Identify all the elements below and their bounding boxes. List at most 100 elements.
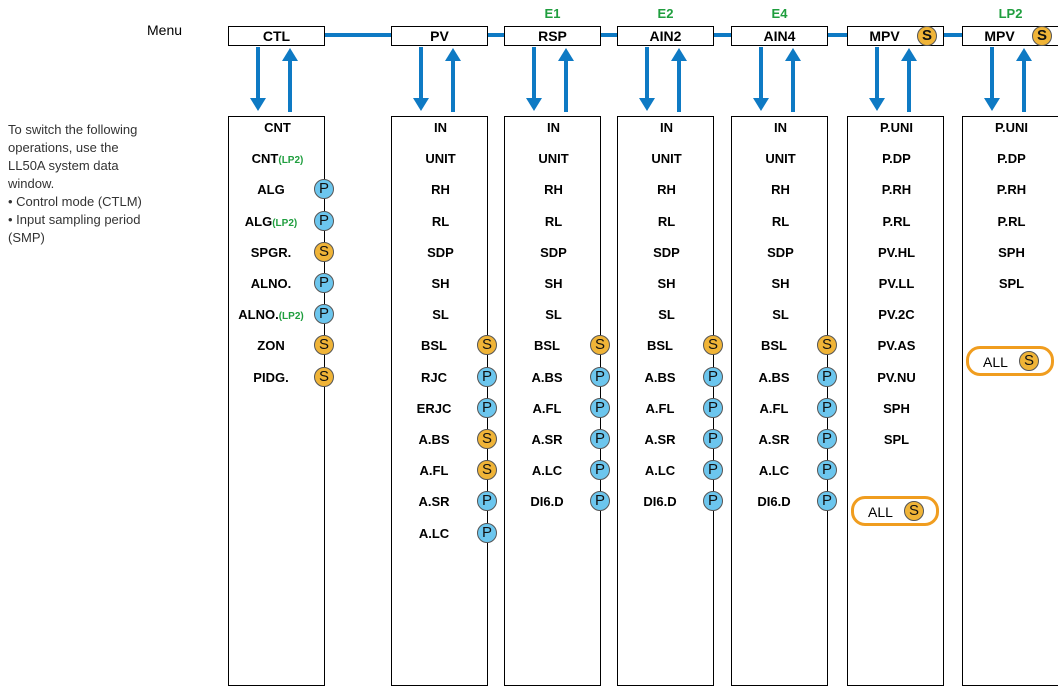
parameter-item[interactable]: ALG(LP2)P bbox=[229, 210, 334, 233]
down-arrowhead-icon bbox=[869, 98, 885, 111]
s-badge-icon: S bbox=[904, 501, 924, 521]
parameter-label: PIDG. bbox=[253, 370, 288, 385]
parameter-item[interactable]: PV.LL bbox=[848, 273, 943, 295]
parameter-item[interactable]: P.RH bbox=[963, 179, 1058, 201]
parameter-item[interactable]: UNIT bbox=[618, 148, 713, 170]
parameter-item[interactable]: SDP bbox=[618, 242, 713, 264]
parameter-item[interactable]: SPL bbox=[963, 273, 1058, 295]
parameter-item[interactable]: IN bbox=[392, 117, 487, 139]
menu-pv-box[interactable]: PV bbox=[391, 26, 488, 46]
parameter-item[interactable]: RH bbox=[732, 179, 827, 201]
parameter-item[interactable]: SPL bbox=[848, 429, 943, 451]
parameter-item[interactable]: IN bbox=[732, 117, 827, 139]
parameter-item[interactable]: P.UNI bbox=[963, 117, 1058, 139]
parameter-item[interactable]: SL bbox=[618, 304, 713, 326]
parameter-item[interactable]: SH bbox=[392, 273, 487, 295]
parameter-item[interactable]: RH bbox=[392, 179, 487, 201]
parameter-item[interactable]: SH bbox=[505, 273, 600, 295]
parameter-item[interactable]: ALNO.P bbox=[229, 273, 334, 295]
parameter-item[interactable]: P.DP bbox=[963, 148, 1058, 170]
parameter-item[interactable]: P.DP bbox=[848, 148, 943, 170]
parameter-label: SL bbox=[545, 307, 562, 322]
parameter-item[interactable]: P.RL bbox=[848, 211, 943, 233]
parameter-item[interactable]: RH bbox=[505, 179, 600, 201]
parameter-item[interactable]: UNIT bbox=[505, 148, 600, 170]
parameter-item[interactable]: P.RH bbox=[848, 179, 943, 201]
parameter-name: UNIT bbox=[538, 151, 569, 167]
parameter-item[interactable]: P.UNI bbox=[848, 117, 943, 139]
parameter-name: SL bbox=[658, 307, 675, 323]
parameter-item[interactable]: SL bbox=[732, 304, 827, 326]
parameter-item[interactable]: RL bbox=[732, 211, 827, 233]
parameter-item[interactable]: PV.HL bbox=[848, 242, 943, 264]
parameter-item[interactable]: PIDG.S bbox=[229, 366, 334, 389]
parameter-item[interactable]: SDP bbox=[732, 242, 827, 264]
parameter-item[interactable]: SL bbox=[505, 304, 600, 326]
p-badge-icon: P bbox=[703, 491, 723, 512]
parameter-label: SDP bbox=[540, 245, 567, 260]
parameter-item[interactable]: P.RL bbox=[963, 211, 1058, 233]
parameter-item[interactable]: RH bbox=[618, 179, 713, 201]
parameter-name: A.FL bbox=[645, 400, 675, 416]
menu-box-label: AIN2 bbox=[649, 28, 682, 44]
parameter-item[interactable]: RL bbox=[505, 211, 600, 233]
menu-rsp-box[interactable]: RSP bbox=[504, 26, 601, 46]
parameter-item[interactable]: SPGR.S bbox=[229, 241, 334, 264]
parameter-item[interactable]: SPH bbox=[963, 242, 1058, 264]
parameter-item[interactable]: PV.AS bbox=[848, 335, 943, 357]
parameter-item[interactable]: RL bbox=[392, 211, 487, 233]
parameter-item[interactable]: SL bbox=[392, 304, 487, 326]
parameter-item[interactable]: PV.NU bbox=[848, 367, 943, 389]
parameter-name: SDP bbox=[427, 244, 454, 260]
parameter-item[interactable]: SPH bbox=[848, 398, 943, 420]
menu-ctl-box[interactable]: CTL bbox=[228, 26, 325, 46]
parameter-item[interactable]: SDP bbox=[505, 242, 600, 264]
parameter-item[interactable]: CNT bbox=[229, 117, 324, 139]
parameter-item[interactable]: SDP bbox=[392, 242, 487, 264]
menu-ain4-box[interactable]: AIN4 bbox=[731, 26, 828, 46]
parameter-item[interactable]: CNT(LP2) bbox=[229, 148, 324, 170]
parameter-item[interactable]: IN bbox=[618, 117, 713, 139]
parameter-item[interactable]: IN bbox=[505, 117, 600, 139]
parameter-item[interactable]: ALNO.(LP2)P bbox=[229, 304, 334, 326]
parameter-item[interactable]: UNIT bbox=[392, 148, 487, 170]
parameter-item[interactable]: UNIT bbox=[732, 148, 827, 170]
parameter-item[interactable]: SH bbox=[618, 273, 713, 295]
parameter-item[interactable]: RL bbox=[618, 211, 713, 233]
menu-ain2-box[interactable]: AIN2 bbox=[617, 26, 714, 46]
parameter-item[interactable]: PV.2C bbox=[848, 304, 943, 326]
parameter-item[interactable]: SH bbox=[732, 273, 827, 295]
